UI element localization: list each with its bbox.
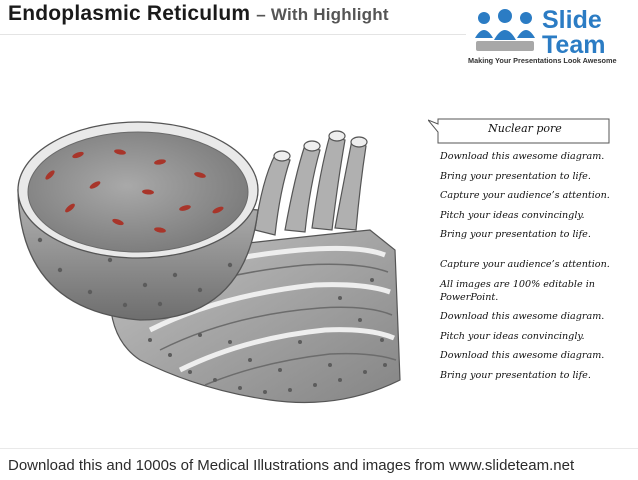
- title-subtitle: – With Highlight: [256, 5, 389, 24]
- list-item: Pitch your ideas convincingly.: [440, 330, 585, 342]
- list-item: Bring your presentation to life.: [440, 229, 591, 241]
- list-item: Download this awesome diagram.: [440, 350, 605, 362]
- title-main: Endoplasmic Reticulum: [8, 2, 251, 25]
- nucleus: [17, 121, 259, 321]
- list-gap: [440, 248, 630, 258]
- nuclear-pores: [45, 149, 224, 233]
- people-icon: [475, 9, 535, 51]
- logo-tagline: Making Your Presentations Look Awesome: [468, 56, 617, 65]
- list-item: Capture your audience’s attention.: [440, 258, 610, 270]
- list-item: All images are 100% editable in PowerPoi…: [440, 278, 595, 303]
- slideteam-logo: Slide Team Making Your Presentations Loo…: [466, 2, 638, 68]
- list-item: Pitch your ideas convincingly.: [440, 209, 585, 221]
- list-item: Download this awesome diagram.: [440, 151, 605, 162]
- title-divider: [0, 34, 638, 35]
- bullet-list: Download this awesome diagram. Bring you…: [440, 150, 630, 389]
- er-tubules: [254, 130, 368, 236]
- list-item: Bring your presentation to life.: [440, 369, 591, 381]
- page-title: Endoplasmic Reticulum – With Highlight: [8, 2, 389, 26]
- callout-label: Nuclear pore: [488, 122, 562, 135]
- list-item: Download this awesome diagram.: [440, 311, 605, 323]
- callout-box: [428, 118, 610, 144]
- footer-text: Download this and 1000s of Medical Illus…: [8, 457, 575, 474]
- footer-banner: Download this and 1000s of Medical Illus…: [0, 448, 638, 480]
- er-illustration: [17, 121, 401, 404]
- list-item: Capture your audience’s attention.: [440, 190, 610, 202]
- list-item: Bring your presentation to life.: [440, 170, 591, 182]
- logo-word-slide: Slide: [542, 6, 602, 34]
- logo-word-team: Team: [542, 31, 606, 59]
